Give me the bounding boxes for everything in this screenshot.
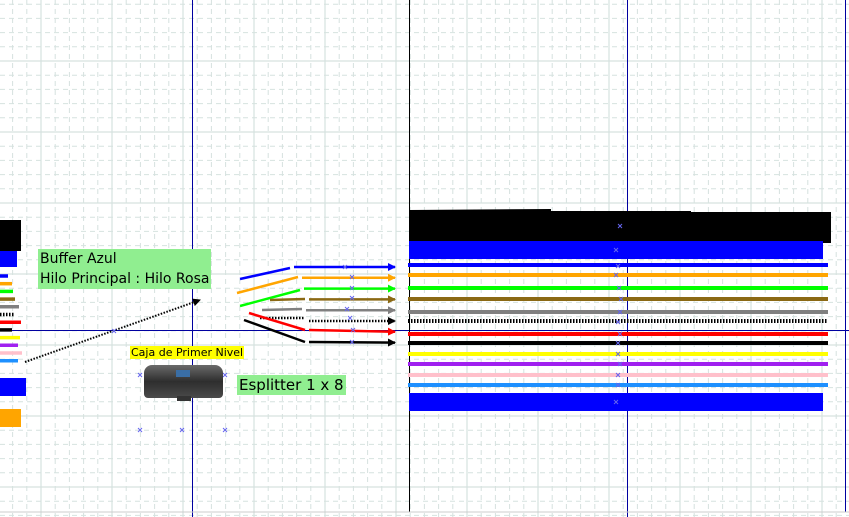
splitter-fan-line <box>236 275 299 295</box>
splitter-fan-line <box>248 311 306 332</box>
buffer-label[interactable]: Buffer Azul Hilo Principal : Hilo Rosa <box>38 249 212 289</box>
closure-box-image[interactable] <box>142 363 225 403</box>
buffer-label-line2: Hilo Principal : Hilo Rosa <box>40 271 210 287</box>
connection-point-x-icon <box>349 285 355 291</box>
connection-point-x-icon <box>222 427 228 433</box>
connection-point-x-icon <box>613 247 619 253</box>
connection-point-x-icon <box>111 328 117 334</box>
connection-point-x-icon <box>616 285 622 291</box>
connection-point-x-icon <box>617 223 623 229</box>
connection-point-x-icon <box>342 264 348 270</box>
buffer-tube <box>0 409 21 427</box>
splitter-fan-line <box>269 297 306 302</box>
connection-point-x-icon <box>137 372 143 378</box>
connection-point-x-icon <box>617 361 623 367</box>
splitter-fan-line <box>243 318 306 344</box>
connection-point-x-icon <box>617 309 623 315</box>
connection-point-x-icon <box>618 296 624 302</box>
splitter-label[interactable]: Esplitter 1 x 8 <box>237 375 346 395</box>
connection-point-x-icon <box>347 315 353 321</box>
connection-point-x-icon <box>349 295 355 301</box>
connection-point-x-icon <box>179 427 185 433</box>
cable-jacket <box>0 220 21 251</box>
connection-point-x-icon <box>350 327 356 333</box>
buffer-tube <box>0 251 17 267</box>
buffer-label-line1: Buffer Azul <box>40 251 117 267</box>
splitter-fan-line <box>239 288 301 308</box>
splitter-fan-line <box>239 266 291 281</box>
caja-label[interactable]: Caja de Primer Nivel <box>130 346 245 359</box>
leader-arrow <box>24 298 201 363</box>
connection-point-x-icon <box>613 399 619 405</box>
connection-point-x-icon <box>349 339 355 345</box>
connection-point-x-icon <box>222 372 228 378</box>
connection-point-x-icon <box>617 331 623 337</box>
connection-point-x-icon <box>615 351 621 357</box>
connection-point-x-icon <box>615 372 621 378</box>
connection-point-x-icon <box>349 274 355 280</box>
connection-point-x-icon <box>615 319 621 325</box>
connection-point-x-icon <box>615 263 621 269</box>
connection-point-x-icon <box>615 382 621 388</box>
splitter-fan-line <box>261 307 303 312</box>
connection-point-x-icon <box>137 427 143 433</box>
connection-point-x-icon <box>613 272 619 278</box>
connection-point-x-icon <box>344 306 350 312</box>
buffer-tube <box>0 378 26 396</box>
connection-point-x-icon <box>615 340 621 346</box>
